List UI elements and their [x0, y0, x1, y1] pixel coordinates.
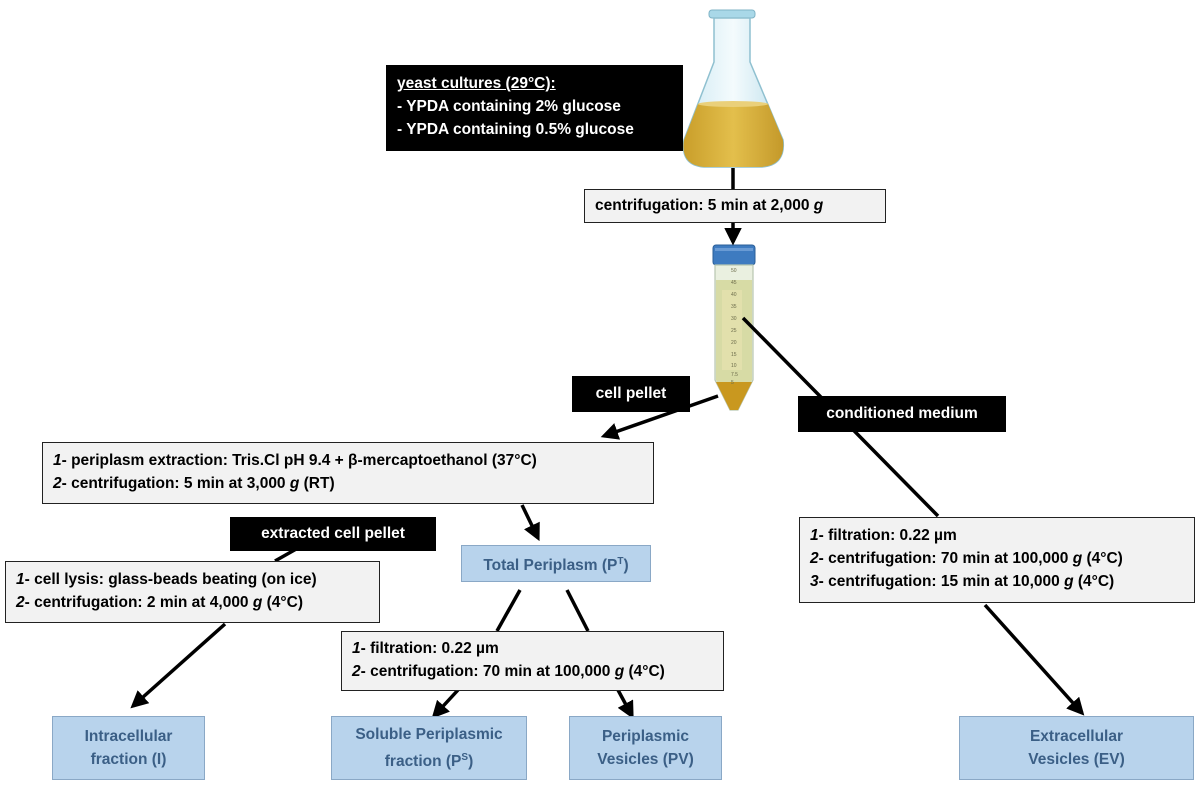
step-line: 2- centrifugation: 5 min at 3,000 g (RT) — [53, 472, 643, 495]
step-text: - filtration: 0.22 µm — [360, 640, 499, 657]
arrow-lysis-to-intracellular — [130, 622, 227, 709]
step-line: 3- centrifugation: 15 min at 10,000 g (4… — [810, 570, 1184, 593]
step-text: (4°C) — [624, 663, 665, 680]
arrow-total-to-fractionation-left — [495, 589, 522, 632]
total-periplasm-close: ) — [623, 557, 629, 575]
extracellular-vesicles-node: Extracellular Vesicles (EV) — [959, 716, 1194, 780]
step-text: - filtration: 0.22 µm — [818, 527, 957, 544]
step-text: - centrifugation: 15 min at 10,000 — [818, 573, 1065, 590]
output-label-line: Extracellular — [1029, 728, 1124, 745]
arrow-fractionation-to-soluble — [431, 688, 460, 719]
arrow-medium-to-extracellular — [983, 603, 1085, 716]
soluble-periplasmic-fraction-node: Soluble Periplasmic fraction (PS) — [331, 716, 527, 780]
step-number: 1 — [53, 452, 62, 469]
step-number: 1 — [352, 640, 361, 657]
centrifugation-step-1: centrifugation: 5 min at 2,000 g — [584, 189, 886, 223]
culture-title: yeast cultures (29°C): — [397, 75, 556, 92]
arrow-periplasm-to-total — [520, 504, 540, 542]
periplasmic-vesicles-node: Periplasmic Vesicles (PV) — [569, 716, 722, 780]
step-text: (RT) — [299, 475, 335, 492]
cell-pellet-label: cell pellet — [572, 376, 690, 412]
output-label-line: fraction (PS) — [355, 746, 502, 773]
step-line: 2- centrifugation: 70 min at 100,000 g (… — [352, 660, 713, 683]
total-periplasm-text: Total Periplasm (P — [483, 557, 618, 575]
tube-scale-label: 50 — [731, 268, 737, 274]
g-force-symbol: g — [813, 197, 824, 214]
g-force-symbol: g — [1072, 550, 1083, 567]
output-label-line: Soluble Periplasmic — [355, 725, 503, 743]
step-text: (4°C) — [262, 594, 303, 611]
flask-illustration — [682, 9, 785, 168]
tube-scale-label: 40 — [731, 292, 737, 298]
arrow-total-to-fractionation-right — [565, 589, 590, 632]
step-line: 1- periplasm extraction: Tris.Cl pH 9.4 … — [53, 449, 643, 472]
medium-processing-steps: 1- filtration: 0.22 µm 2- centrifugation… — [799, 517, 1195, 603]
yeast-culture-label: yeast cultures (29°C): - YPDA containing… — [386, 65, 683, 151]
g-force-symbol: g — [289, 475, 300, 492]
step-number: 1 — [16, 571, 25, 588]
total-periplasm-node: Total Periplasm (PT) — [461, 545, 651, 582]
step-line: 2- centrifugation: 70 min at 100,000 g (… — [810, 547, 1184, 570]
step-text: - centrifugation: 5 min at 3,000 — [61, 475, 290, 492]
tube-scale-label: 45 — [731, 280, 737, 286]
extracted-cell-pellet-text: extracted cell pellet — [261, 525, 405, 542]
step-line: 1- filtration: 0.22 µm — [810, 524, 1184, 547]
output-label-line: Intracellular — [84, 728, 173, 745]
conditioned-medium-label: conditioned medium — [798, 396, 1006, 432]
step-text: - centrifugation: 70 min at 100,000 — [360, 663, 615, 680]
output-label-line: fraction (I) — [90, 751, 167, 768]
arrow-tube-to-periplasm-extraction — [600, 394, 719, 440]
step-text: (4°C) — [1073, 573, 1115, 590]
step-number: 2 — [352, 663, 361, 680]
step-text: (4°C) — [1082, 550, 1123, 567]
output-label-superscript: S — [461, 751, 469, 763]
output-label-close: ) — [468, 753, 474, 771]
step-text: - centrifugation: 70 min at 100,000 — [818, 550, 1073, 567]
step-text: - periplasm extraction: Tris.Cl pH 9.4 +… — [61, 452, 537, 469]
step-number: 1 — [810, 527, 819, 544]
tube-scale: 50 45 40 35 30 25 20 15 10 7.5 5 — [731, 268, 738, 386]
tube-pellet — [716, 382, 752, 410]
g-force-symbol: g — [614, 663, 625, 680]
step-line: 1- cell lysis: glass-beads beating (on i… — [16, 568, 369, 591]
tube-illustration — [712, 244, 756, 411]
g-force-symbol: g — [1064, 573, 1074, 590]
g-force-symbol: g — [252, 594, 263, 611]
total-periplasm-label: Total Periplasm (PT) — [483, 550, 628, 577]
conditioned-medium-text: conditioned medium — [826, 405, 978, 422]
intracellular-fraction-node: Intracellular fraction (I) — [52, 716, 205, 780]
step-number: 2 — [16, 594, 25, 611]
periplasm-extraction-steps: 1- periplasm extraction: Tris.Cl pH 9.4 … — [42, 442, 654, 504]
tube-scale-label: 25 — [731, 328, 737, 334]
tube-scale-label: 20 — [731, 340, 737, 346]
tube-scale-label: 7.5 — [731, 372, 738, 378]
culture-line-2: - YPDA containing 0.5% glucose — [397, 121, 634, 138]
tube-scale-label: 10 — [731, 363, 737, 369]
output-label-line: Vesicles (PV) — [597, 751, 694, 768]
output-label-line: Periplasmic — [601, 728, 689, 745]
tube-scale-label: 5 — [731, 380, 734, 386]
output-label-text: fraction (P — [384, 753, 462, 771]
step-text: - centrifugation: 2 min at 4,000 — [24, 594, 253, 611]
culture-line-1: - YPDA containing 2% glucose — [397, 98, 621, 115]
periplasm-fractionation-steps: 1- filtration: 0.22 µm 2- centrifugation… — [341, 631, 724, 691]
arrow-fractionation-to-vesicles — [616, 689, 634, 720]
step-line: 2- centrifugation: 2 min at 4,000 g (4°C… — [16, 591, 369, 614]
step-text: - cell lysis: glass-beads beating (on ic… — [24, 571, 317, 588]
centrifugation-text: centrifugation: 5 min at 2,000 — [595, 197, 814, 214]
tube-scale-label: 30 — [731, 316, 737, 322]
extracted-cell-pellet-label: extracted cell pellet — [230, 517, 436, 551]
cell-lysis-steps: 1- cell lysis: glass-beads beating (on i… — [5, 561, 380, 623]
tube-scale-label: 15 — [731, 352, 737, 358]
flask-liquid — [683, 104, 784, 167]
step-number: 2 — [53, 475, 62, 492]
step-line: 1- filtration: 0.22 µm — [352, 637, 713, 660]
step-number: 2 — [810, 550, 819, 567]
output-label-line: Vesicles (EV) — [1028, 751, 1125, 768]
cell-pellet-text: cell pellet — [595, 385, 667, 402]
tube-scale-label: 35 — [731, 304, 737, 310]
total-periplasm-superscript: T — [617, 555, 624, 567]
step-number: 3 — [810, 573, 819, 590]
